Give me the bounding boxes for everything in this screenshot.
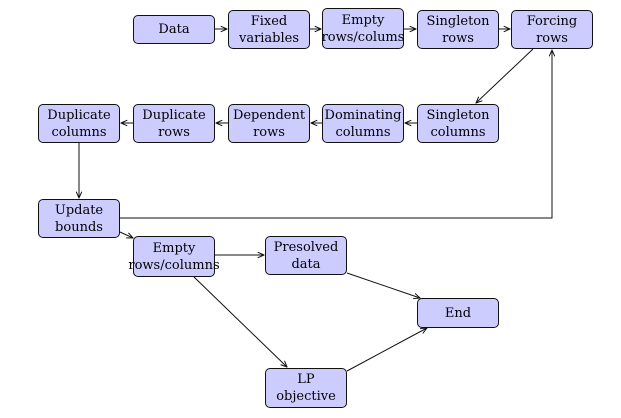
node-data: Data: [133, 15, 215, 44]
node-data-label-1: Data: [158, 22, 190, 37]
node-update-bounds-label-2: bounds: [55, 219, 103, 235]
node-lp-objective-label-1: LP: [297, 372, 315, 387]
node-duplicate-columns-label-1: Duplicate: [47, 107, 111, 123]
node-forcing-rows-label-1: Forcing: [526, 13, 578, 29]
node-dominating-columns: Dominating columns: [322, 104, 404, 143]
node-fixed-variables-label-1: Fixed: [250, 13, 288, 29]
node-fixed-variables-label-2: variables: [238, 30, 300, 46]
node-dominating-columns-label-1: Dominating: [324, 107, 402, 123]
node-singleton-rows-label-1: Singleton: [426, 13, 490, 29]
node-duplicate-rows-label-2: rows: [158, 124, 190, 140]
node-forcing-rows-label-2: rows: [536, 30, 568, 46]
node-singleton-rows: Singleton rows: [417, 10, 499, 49]
node-empty-rows-colums-label-2: rows/colums: [321, 29, 405, 45]
edge-forcing-singleton-columns: [476, 48, 534, 103]
edge-lp-end: [346, 328, 427, 372]
node-lp-objective: LP objective: [265, 368, 347, 408]
node-update-bounds: Update bounds: [38, 199, 120, 238]
node-dependent-rows-label-1: Dependent: [232, 107, 306, 123]
edge-update-empty: [119, 231, 133, 238]
node-empty-rows-colums: Empty rows/colums: [322, 8, 404, 49]
node-empty-rows-columns-label-2: rows/columns: [128, 257, 220, 273]
node-end-label-1: End: [444, 305, 472, 321]
node-duplicate-columns-label-2: columns: [51, 124, 107, 140]
node-dependent-rows: Dependent rows: [228, 104, 310, 143]
node-singleton-columns: Singleton columns: [417, 104, 499, 143]
node-forcing-rows: Forcing rows: [511, 10, 593, 49]
node-presolved-data-label-1: Presolved: [273, 239, 339, 255]
node-presolved-data-label-2: data: [291, 256, 321, 272]
node-duplicate-rows-label-1: Duplicate: [142, 107, 206, 123]
node-empty-rows-colums-label-1: Empty: [341, 12, 385, 28]
node-duplicate-rows: Duplicate rows: [133, 104, 215, 143]
node-dominating-columns-label-2: columns: [335, 124, 391, 140]
node-update-bounds-label-1: Update: [54, 202, 104, 218]
node-singleton-rows-label-2: rows: [442, 30, 474, 46]
node-duplicate-columns: Duplicate columns: [38, 104, 120, 143]
node-singleton-columns-label-2: columns: [430, 124, 486, 140]
node-lp-objective-label-2: objective: [276, 389, 336, 404]
node-empty-rows-columns: Empty rows/columns: [128, 236, 220, 277]
node-fixed-variables: Fixed variables: [228, 10, 310, 49]
edge-empty-lp: [193, 276, 287, 367]
node-empty-rows-columns-label-1: Empty: [152, 240, 196, 256]
edge-presolved-end: [346, 272, 420, 298]
node-singleton-columns-label-1: Singleton: [426, 107, 490, 123]
edge-update-forcing: [120, 50, 552, 219]
node-dependent-rows-label-2: rows: [253, 124, 285, 140]
node-presolved-data: Presolved data: [265, 236, 347, 275]
node-end: End: [417, 298, 499, 328]
